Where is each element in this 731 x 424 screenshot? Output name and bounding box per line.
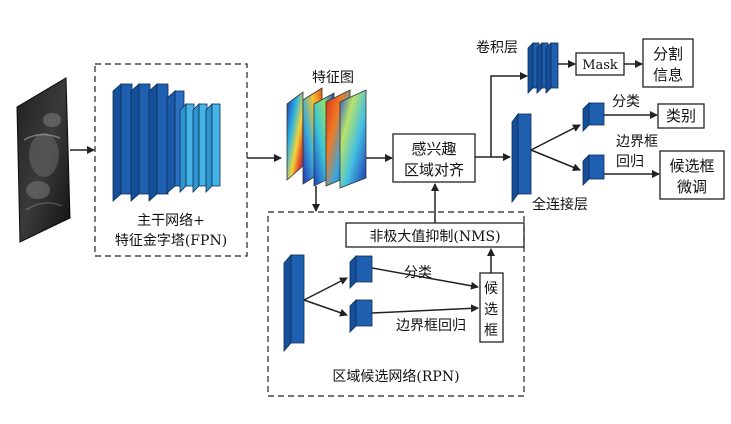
nms-box	[345, 222, 525, 248]
rpn-cls-block	[349, 255, 373, 289]
rpn-bbox-regression-label: 边界框回归	[396, 317, 466, 334]
backbone-block-4	[166, 90, 185, 194]
backbone-block-2	[130, 83, 151, 202]
backbone-fpn-box	[94, 63, 248, 257]
arrow-to-conv-layer	[490, 72, 528, 157]
arrow-fc-to-cls-head	[530, 124, 581, 151]
fully-connected-block	[511, 112, 532, 204]
feature-map-stack	[286, 87, 367, 189]
proposal-finetune-line1: 候选框	[669, 157, 714, 175]
fpn-block-3	[205, 103, 221, 193]
mask-label: Mask	[582, 58, 618, 73]
proposal-char-1: 候	[484, 281, 498, 297]
segmentation-info-box	[642, 38, 694, 88]
proposal-finetune-box	[659, 150, 725, 200]
nms-label: 非极大值抑制(NMS)	[369, 229, 500, 245]
reg-head-block	[582, 154, 605, 186]
feature-map-5	[339, 89, 367, 189]
arrow-fc-to-reg-head	[530, 149, 581, 172]
bbox-regression-label-line2: 回归	[616, 153, 644, 170]
proposal-finetune-line2: 微调	[677, 178, 707, 196]
backbone-block-1	[112, 83, 133, 202]
backbone-label-line2: 特征金字塔(FPN)	[115, 233, 227, 249]
rpn-reg-block	[349, 299, 373, 333]
rpn-label: 区域候选网络(RPN)	[332, 369, 459, 385]
arrow-rpn-to-reg	[303, 299, 348, 317]
proposal-char-2: 选	[484, 302, 498, 318]
class-label: 类别	[666, 107, 696, 125]
conv-layer-label: 卷积层	[476, 40, 518, 56]
classification-label: 分类	[612, 94, 640, 110]
backbone-blocks	[112, 83, 221, 202]
fpn-block-1	[179, 103, 195, 193]
conv-layer-blocks	[527, 42, 559, 94]
roi-align-label-line2: 区域对齐	[404, 161, 464, 179]
cls-head-block	[582, 102, 605, 132]
fpn-block-2	[192, 103, 208, 193]
segmentation-info-line1: 分割	[653, 45, 683, 63]
feature-map-1	[286, 91, 304, 181]
roi-align-label-line1: 感兴趣	[411, 140, 456, 158]
arrow-rpn-to-cls	[303, 277, 348, 301]
arrow-rpnreg-to-proposal	[371, 304, 479, 314]
backbone-block-3	[148, 83, 169, 202]
feature-map-label: 特征图	[312, 70, 354, 86]
ultrasound-input-image	[16, 77, 71, 243]
proposal-char-3: 框	[484, 323, 498, 339]
backbone-label-line1: 主干网络+	[137, 213, 205, 229]
class-box	[657, 103, 705, 129]
bbox-regression-label-line1: 边界框	[616, 134, 658, 150]
fully-connected-label: 全连接层	[532, 196, 588, 213]
roi-align-box	[392, 133, 476, 183]
segmentation-info-line2: 信息	[653, 66, 683, 84]
rpn-conv-block	[283, 253, 305, 353]
arrow-rpncls-to-proposal	[371, 267, 479, 290]
